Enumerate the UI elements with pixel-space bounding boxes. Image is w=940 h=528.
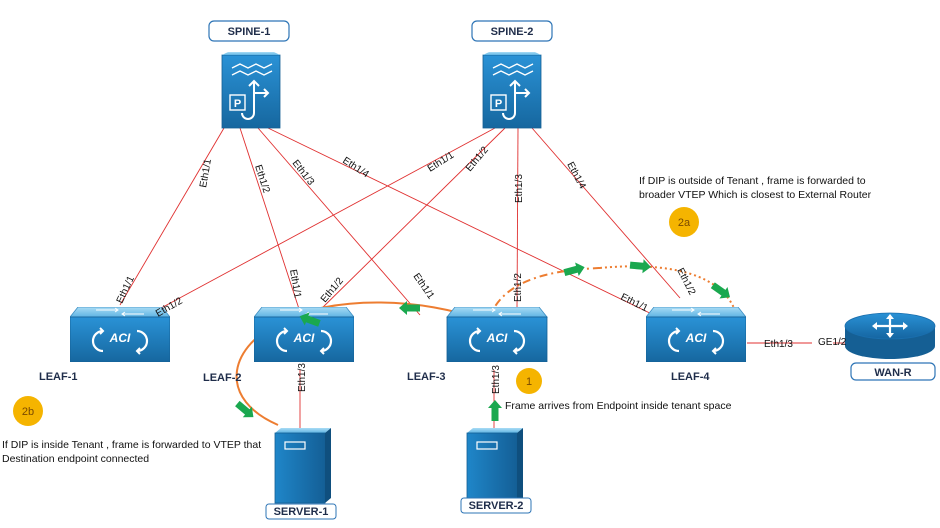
port-label: Eth1/3 [290, 158, 317, 188]
step-number: 2a [678, 217, 691, 229]
spine-switch-icon[interactable]: P [221, 52, 281, 129]
flow-arrows [235, 259, 731, 421]
port-label: Eth1/3 [297, 363, 308, 392]
port-label: Eth1/2 [513, 273, 524, 302]
fabric-links [119, 127, 845, 428]
port-label: Eth1/1 [115, 274, 137, 305]
port-label: GE1/2 [818, 337, 847, 348]
fabric-link [267, 127, 661, 319]
leaf3-label: LEAF-3 [407, 371, 446, 383]
server-icon[interactable] [274, 428, 331, 504]
fabric-link [516, 127, 519, 311]
router-icon[interactable] [844, 312, 936, 359]
server1-label-box: SERVER-1 [265, 503, 337, 520]
fabric-link [149, 127, 496, 315]
step-badge: 1 [516, 368, 542, 394]
port-label: Eth1/2 [674, 266, 697, 297]
leaf1-label: LEAF-1 [39, 371, 78, 383]
port-label: Eth1/1 [619, 292, 650, 315]
port-label: Eth1/2 [319, 275, 346, 305]
port-label: Eth1/1 [426, 150, 457, 175]
port-label: Eth1/1 [411, 271, 437, 301]
external-path-dotted [599, 265, 739, 323]
fabric-link [531, 127, 681, 299]
aci-badge: ACI [293, 331, 315, 345]
aci-badge: ACI [685, 331, 707, 345]
green-arrow-icon [563, 262, 585, 276]
green-arrow-icon [299, 312, 321, 327]
port-label: Eth1/1 [198, 158, 214, 189]
spine-badge: P [495, 98, 502, 110]
port-label: Eth1/4 [564, 160, 587, 191]
spine-switch-icon[interactable]: P [482, 52, 542, 129]
step2a-note-line2: broader VTEP Which is closest to Externa… [639, 189, 872, 201]
step-badge: 2b [13, 396, 43, 426]
port-label: Eth1/2 [464, 144, 491, 174]
fabric-link [314, 127, 506, 316]
spine-badge: P [234, 98, 241, 110]
port-label: Eth1/3 [514, 174, 525, 203]
aci-badge: ACI [486, 331, 508, 345]
leaf4-label: LEAF-4 [671, 371, 710, 383]
step1-note: Frame arrives from Endpoint inside tenan… [505, 400, 732, 412]
spine2-label: SPINE-2 [491, 26, 534, 38]
step-number: 2b [22, 406, 34, 418]
fabric-link [257, 127, 421, 316]
spine2-label-box: SPINE-2 [471, 20, 553, 42]
step2a-note-line1: If DIP is outside of Tenant , frame is f… [639, 175, 866, 187]
server2-label-box: SERVER-2 [460, 497, 532, 514]
leaf2-label: LEAF-2 [203, 372, 242, 384]
fabric-link [119, 127, 225, 306]
fabric-link [239, 127, 301, 313]
server2-label: SERVER-2 [469, 500, 524, 512]
wanr-label-box: WAN-R [850, 362, 936, 381]
port-label: Eth1/2 [252, 164, 272, 195]
green-arrow-icon [629, 259, 651, 274]
wanr-label: WAN-R [874, 367, 911, 379]
spine1-label: SPINE-1 [228, 26, 271, 38]
green-arrow-icon [399, 301, 420, 315]
aci-badge: ACI [109, 331, 131, 345]
port-label: Eth1/3 [491, 365, 502, 394]
green-arrow-icon [488, 400, 502, 421]
step2b-note-line2: Destination endpoint connected [2, 453, 149, 465]
port-label: Eth1/4 [340, 155, 371, 180]
spine1-label-box: SPINE-1 [208, 20, 290, 42]
step-number: 1 [526, 376, 532, 388]
server1-label: SERVER-1 [274, 506, 329, 518]
port-label: Eth1/1 [287, 269, 303, 300]
aci-badges: ACI ACI ACI ACI [109, 331, 707, 345]
server-icon[interactable] [466, 428, 523, 504]
green-arrow-icon [235, 400, 254, 418]
green-arrow-icon [710, 282, 731, 299]
port-label: Eth1/3 [764, 339, 793, 350]
step-badge: 2a [669, 207, 699, 237]
step2b-note-line1: If DIP is inside Tenant , frame is forwa… [2, 439, 261, 451]
